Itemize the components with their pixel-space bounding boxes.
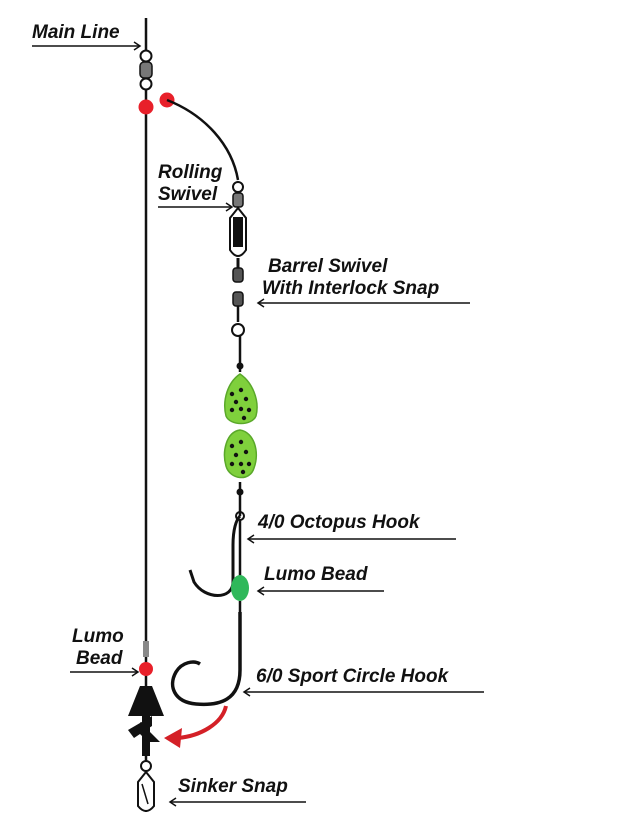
green-lumo-bead <box>231 575 249 601</box>
label-barrel-swivel-line1: Barrel Swivel <box>268 256 388 277</box>
rolling-swivel <box>232 181 244 208</box>
label-red-lumo-bead-line2: Bead <box>76 648 123 669</box>
label-barrel-swivel-line2: With Interlock Snap <box>262 278 440 299</box>
direction-arrow-icon <box>164 705 228 748</box>
label-rolling-swivel-line1: Rolling <box>158 162 223 183</box>
label-main-line: Main Line <box>32 22 120 43</box>
main-line-swivel <box>139 49 153 91</box>
label-octopus-hook: 4/0 Octopus Hook <box>258 512 420 533</box>
circle-hook <box>170 612 242 707</box>
label-pointers <box>32 41 484 807</box>
dropper-line <box>166 98 240 181</box>
interlock-snap <box>229 206 247 268</box>
red-bead-lower <box>139 662 153 676</box>
label-green-lumo-bead: Lumo Bead <box>264 564 368 585</box>
green-lure-bottom <box>223 429 258 479</box>
label-red-lumo-bead-line1: Lumo <box>72 626 124 647</box>
three-way-swivel <box>128 686 164 756</box>
label-circle-hook: 6/0 Sport Circle Hook <box>256 666 449 687</box>
sinker-snap <box>137 760 155 812</box>
green-lure-top <box>224 373 258 425</box>
red-bead-main <box>138 99 154 115</box>
label-sinker-snap: Sinker Snap <box>178 776 288 797</box>
crimp-sleeve <box>143 641 149 657</box>
label-rolling-swivel-line2: Swivel <box>158 184 218 205</box>
barrel-swivel <box>231 267 245 337</box>
